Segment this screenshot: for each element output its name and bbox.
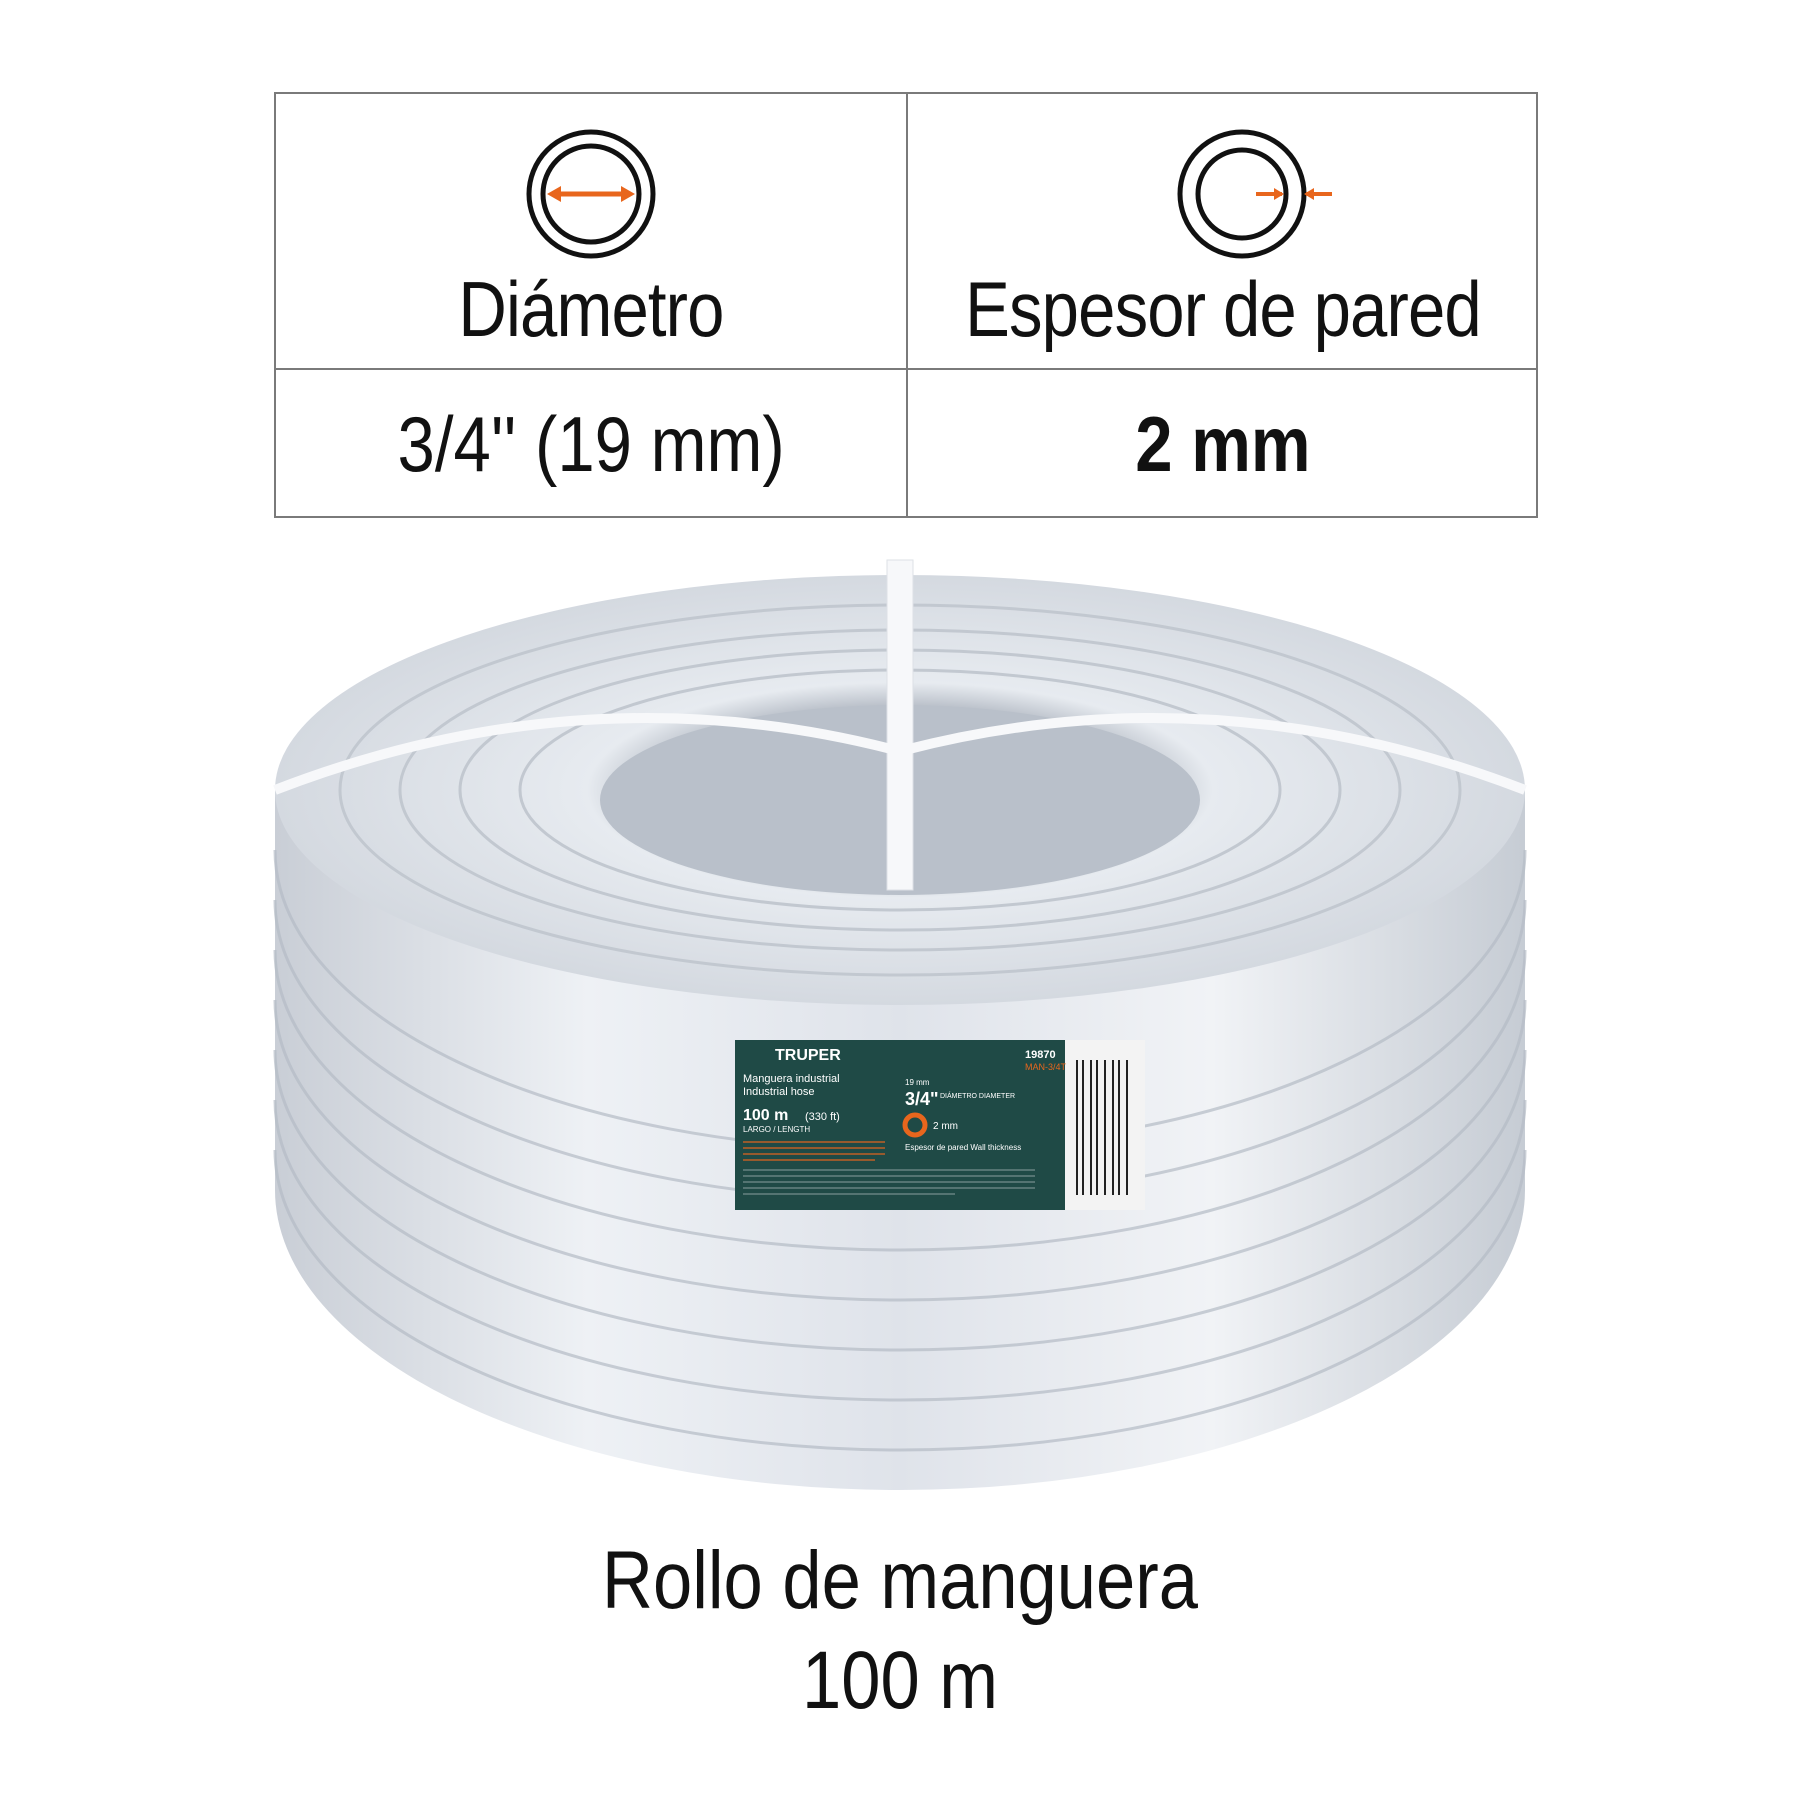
- label-size-mm: 19 mm: [905, 1078, 930, 1087]
- wall-label: Espesor de pared: [965, 265, 1482, 353]
- label-code: 19870: [1025, 1049, 1056, 1061]
- diameter-icon: [526, 129, 656, 259]
- diameter-value: 3/4'' (19 mm): [397, 399, 785, 488]
- label-size-caption: DIÁMETRO DIAMETER: [940, 1091, 1015, 1100]
- column-divider: [906, 94, 908, 516]
- label-length: 100 m: [743, 1107, 788, 1124]
- wall-header: Espesor de pared: [908, 94, 1538, 368]
- barcode: [1076, 1060, 1128, 1195]
- spec-table: Diámetro Espesor de pared 3/4'' (19 mm) …: [274, 92, 1538, 518]
- binding-strap: [886, 559, 914, 891]
- caption-length: 100 m: [802, 1635, 998, 1726]
- label-wall: 2 mm: [933, 1121, 958, 1132]
- label-name-es: Manguera industrial: [743, 1073, 840, 1085]
- wall-thickness-icon: [1177, 129, 1332, 259]
- caption-title: Rollo de manguera: [602, 1535, 1198, 1626]
- label-length-caption: LARGO / LENGTH: [743, 1125, 810, 1134]
- hose-coil-image: TRUPER 19870 MAN-3/4T Manguera industria…: [273, 559, 1527, 1490]
- label-length-ft: (330 ft): [805, 1111, 840, 1123]
- row-divider: [276, 368, 1536, 370]
- diameter-value-cell: 3/4'' (19 mm): [276, 370, 906, 518]
- label-ring-icon: [902, 1112, 928, 1138]
- diameter-header: Diámetro: [276, 94, 906, 368]
- product-label: TRUPER 19870 MAN-3/4T Manguera industria…: [735, 1040, 1145, 1210]
- label-name-en: Industrial hose: [743, 1086, 815, 1098]
- diameter-label: Diámetro: [458, 265, 724, 353]
- label-size-in: 3/4": [905, 1089, 939, 1109]
- wall-value: 2 mm: [1135, 399, 1311, 488]
- label-model: MAN-3/4T: [1025, 1062, 1067, 1072]
- wall-value-cell: 2 mm: [908, 370, 1538, 518]
- label-brand: TRUPER: [775, 1047, 841, 1064]
- label-wall-caption: Espesor de pared Wall thickness: [905, 1143, 1021, 1152]
